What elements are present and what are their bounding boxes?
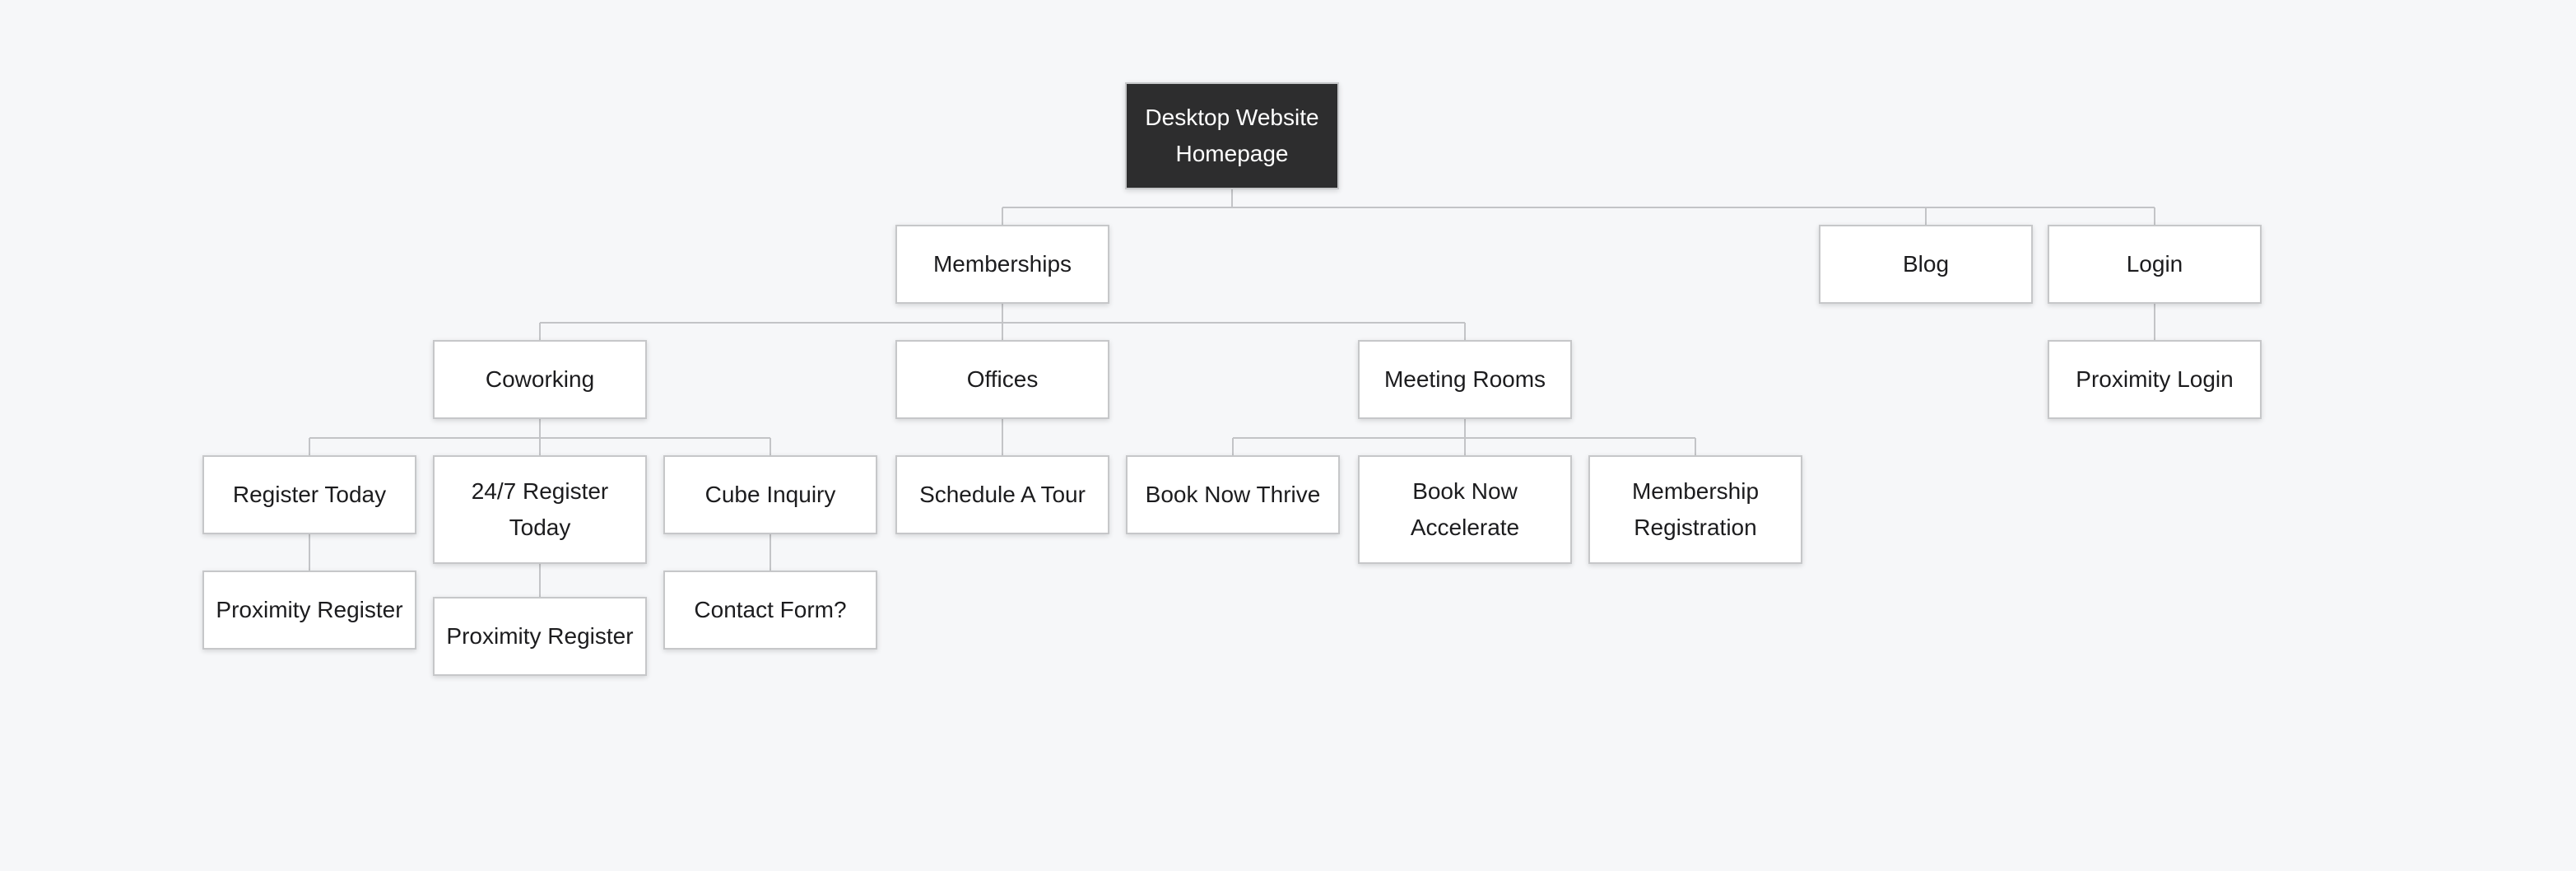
node-offices[interactable]: Offices: [895, 340, 1109, 419]
node-label: Meeting Rooms: [1383, 366, 1546, 392]
node-label: Book Now Accelerate: [1410, 478, 1520, 540]
node-proximity-register-coworking[interactable]: Proximity Register: [202, 571, 416, 650]
node-label: 24/7 Register Today: [471, 478, 609, 540]
node-schedule-a-tour[interactable]: Schedule A Tour: [895, 455, 1109, 534]
node-label: Schedule A Tour: [919, 482, 1086, 507]
node-membership-registration[interactable]: Membership Registration: [1588, 455, 1802, 564]
node-meeting-rooms[interactable]: Meeting Rooms: [1358, 340, 1572, 419]
node-label: Blog: [1902, 251, 1950, 277]
node-label: Proximity Register: [446, 623, 634, 649]
node-contact-form[interactable]: Contact Form?: [663, 571, 877, 650]
node-label: Contact Form?: [694, 597, 847, 622]
node-login[interactable]: Login: [2048, 225, 2262, 304]
node-blog[interactable]: Blog: [1819, 225, 2033, 304]
node-proximity-register-247[interactable]: Proximity Register: [433, 597, 647, 676]
node-label: Book Now Thrive: [1145, 482, 1321, 507]
node-label: Proximity Register: [216, 597, 403, 622]
node-label: Coworking: [485, 366, 595, 392]
node-book-now-thrive[interactable]: Book Now Thrive: [1126, 455, 1340, 534]
node-label: Memberships: [932, 251, 1072, 277]
node-cube-inquiry[interactable]: Cube Inquiry: [663, 455, 877, 534]
node-book-now-accelerate[interactable]: Book Now Accelerate: [1358, 455, 1572, 564]
node-label: Offices: [966, 366, 1039, 392]
node-label: Register Today: [232, 482, 387, 507]
node-desktop-website-homepage[interactable]: Desktop Website Homepage: [1125, 82, 1339, 189]
node-label: Cube Inquiry: [704, 482, 836, 507]
node-label: Proximity Login: [2076, 366, 2234, 392]
node-memberships[interactable]: Memberships: [895, 225, 1109, 304]
node-label: Membership Registration: [1631, 478, 1760, 540]
node-label: Desktop Website Homepage: [1145, 105, 1319, 166]
node-coworking[interactable]: Coworking: [433, 340, 647, 419]
node-register-today[interactable]: Register Today: [202, 455, 416, 534]
node-label: Login: [2126, 251, 2183, 277]
node-register-today-247[interactable]: 24/7 Register Today: [433, 455, 647, 564]
node-proximity-login[interactable]: Proximity Login: [2048, 340, 2262, 419]
